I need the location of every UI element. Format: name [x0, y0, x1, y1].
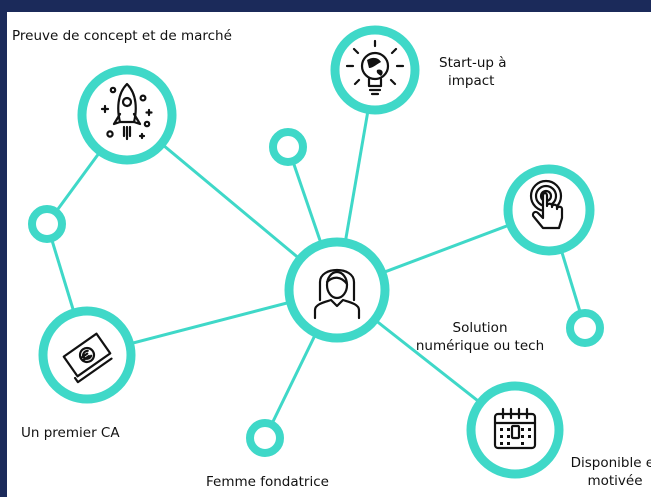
small-node-bottom — [246, 419, 284, 457]
network-diagram — [28, 25, 604, 479]
label-digital-line2: numérique ou tech — [415, 338, 545, 354]
calendar-node-ring — [466, 381, 564, 479]
calendar-icon — [493, 407, 537, 450]
label-proof-of-concept: Preuve de concept et de marché — [12, 28, 232, 44]
euro-banknote-icon — [62, 332, 113, 384]
small-node-top — [269, 128, 307, 166]
label-available-line2: motivée — [587, 473, 643, 489]
label-first-revenue: Un premier CA — [21, 425, 120, 441]
label-impact-line2: impact — [448, 73, 495, 89]
label-digital-solution: Solution numérique ou tech — [400, 319, 560, 355]
label-available-motivated: Disponible et motivée — [560, 454, 651, 490]
small-node-right — [566, 309, 604, 347]
diagram-frame: Preuve de concept et de marché Start-up … — [7, 12, 651, 497]
lightbulb-globe-icon — [345, 39, 405, 96]
rocket-node-ring — [77, 65, 177, 165]
touch-hand-icon — [529, 179, 564, 230]
label-female-founder: Femme fondatrice — [206, 474, 329, 490]
small-node-left — [28, 205, 66, 243]
label-impact-line1: Start-up à — [439, 55, 507, 71]
center-node-ring — [284, 237, 390, 343]
woman-founder-icon — [313, 269, 361, 320]
label-digital-line1: Solution — [452, 320, 508, 336]
rocket-icon — [100, 82, 153, 141]
label-available-line1: Disponible et — [570, 455, 651, 471]
label-impact-startup: Start-up à impact — [439, 54, 507, 90]
